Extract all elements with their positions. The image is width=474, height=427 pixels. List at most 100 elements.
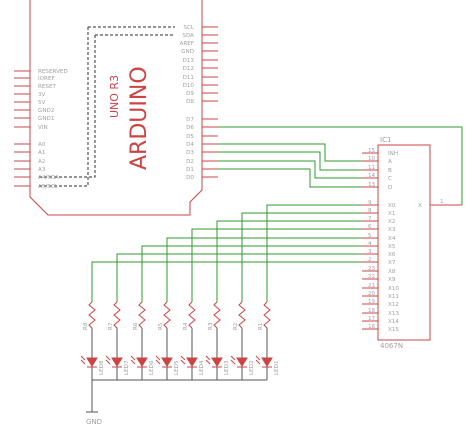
ic-out-name: X	[418, 203, 422, 209]
ic-left-pin-num: 15	[368, 148, 376, 154]
ic-left-pin-num: 2	[368, 257, 372, 263]
ic-left-pin-name: X4	[388, 236, 396, 242]
led-symbol	[186, 357, 198, 367]
arduino-right-pin-label: D8	[186, 99, 194, 105]
led-emission-arrows	[205, 355, 211, 365]
led-symbol	[86, 357, 98, 367]
ic-left-pin-name: X11	[388, 294, 399, 300]
ground-label: GND	[86, 418, 102, 426]
wire-trace	[218, 143, 362, 162]
ic-left-pin-name: X8	[388, 269, 396, 275]
ic-left-pin-num: 23	[368, 266, 376, 272]
arduino-left-pin-label: VIN	[38, 125, 48, 131]
ic-left-pin-name: A	[388, 159, 392, 165]
wire-trace	[241, 212, 362, 302]
ic-left-pin-name: X1	[388, 211, 396, 217]
led-label: LED7	[124, 360, 130, 375]
ic-left-pin-name: X5	[388, 244, 396, 250]
arduino-left-pin-label: RESERVED	[38, 69, 68, 75]
arduino-left-pin-label: GND2	[38, 108, 54, 114]
led-symbol	[211, 357, 223, 367]
wire-trace	[218, 160, 362, 179]
wire-trace	[191, 228, 362, 302]
ground-symbol: GND	[86, 405, 102, 426]
led-emission-arrows	[130, 355, 136, 365]
wire-trace	[116, 253, 362, 302]
led-emission-arrows	[180, 355, 186, 365]
resistor-symbol	[238, 301, 246, 329]
ic-left-pin-num: 14	[368, 173, 376, 179]
ic-left-pin-name: B	[388, 168, 392, 174]
ic-left-pin-num: 7	[368, 216, 372, 222]
resistor-led-array: R8LED8R7LED7R6LED6R5LED5R4LED4R3LED3R2LE…	[80, 301, 280, 405]
resistor-symbol	[188, 301, 196, 329]
resistor-label: R7	[108, 322, 114, 330]
wire-trace	[166, 237, 362, 302]
wire-trace	[218, 151, 362, 171]
arduino-right-pin-label: D6	[186, 125, 194, 131]
ic-left-pin-num: 6	[368, 224, 372, 230]
led-symbol	[111, 357, 123, 367]
ic-left-pin-num: 9	[368, 200, 372, 206]
ic-left-pin-name: INH	[388, 151, 398, 157]
led-emission-arrows	[80, 355, 86, 365]
ic-left-pin-name: X0	[388, 203, 396, 209]
arduino-left-pin-label: RESET	[38, 84, 57, 90]
arduino-right-pin-label: GND	[181, 49, 194, 55]
arduino-right-pin-label: SDA	[182, 33, 194, 39]
arduino-left-pin-label: A4/SDA	[38, 175, 59, 181]
wire-trace	[91, 261, 362, 302]
ic-left-pin-name: X15	[388, 327, 399, 333]
ic-left-pin-name: X12	[388, 302, 399, 308]
ic-left-pin-num: 17	[368, 316, 376, 322]
ic-out-pin: X 1	[418, 199, 462, 209]
arduino-board: ARDUINO UNO R3	[29, 0, 203, 216]
ic-left-pin-num: 8	[368, 208, 372, 214]
arduino-left-pin-label: A2	[38, 159, 45, 165]
i2c-dashed-trace	[37, 26, 175, 187]
arduino-right-pin-label: D1	[186, 167, 194, 173]
resistor-label: R3	[208, 322, 214, 330]
led-symbol	[136, 357, 148, 367]
arduino-right-pin-label: D9	[186, 91, 194, 97]
arduino-right-pin-label: D0	[186, 175, 194, 181]
led-label: LED5	[174, 360, 180, 375]
resistor-label: R5	[158, 322, 164, 330]
led-label: LED6	[149, 360, 155, 375]
resistor-label: R4	[183, 322, 189, 330]
led-label: LED3	[224, 360, 230, 375]
arduino-right-pin-label: D10	[183, 83, 195, 89]
resistor-label: R2	[233, 323, 239, 330]
ic-left-pin-name: D	[388, 185, 392, 191]
wire-trace	[218, 168, 362, 188]
ic-left-pin-name: C	[388, 176, 392, 182]
resistor-label: R6	[133, 322, 139, 330]
ic-left-pin-name: X7	[388, 260, 396, 266]
resistor-symbol	[213, 301, 221, 329]
ic-left-pin-num: 22	[368, 274, 375, 280]
resistor-symbol	[88, 301, 96, 329]
led-symbol	[161, 357, 173, 367]
arduino-model: UNO R3	[108, 75, 121, 118]
arduino-left-pin-label: A5/SCL	[38, 184, 59, 190]
ic-left-pin-num: 4	[368, 241, 372, 247]
resistor-symbol	[263, 301, 271, 329]
ic-left-pin-num: 20	[368, 291, 376, 297]
arduino-right-pin-label: D3	[186, 150, 194, 156]
led-emission-arrows	[255, 355, 261, 365]
arduino-right-pin-label: D4	[186, 142, 194, 148]
ic-left-pin-name: X2	[388, 219, 395, 225]
arduino-right-pin-label: D12	[183, 66, 194, 72]
green-wires	[91, 126, 463, 302]
arduino-right-pins: SCLSDAAREFGNDD13D12D11D10D9D8D7D6D5D4D3D…	[180, 25, 218, 181]
ic-left-pin-name: X13	[388, 311, 399, 317]
ic-left-pin-name: X9	[388, 277, 396, 283]
arduino-left-pin-label: A0	[38, 142, 46, 148]
arduino-right-pin-label: D7	[186, 117, 194, 123]
arduino-right-pin-label: SCL	[183, 25, 194, 31]
ic-ref: IC1	[380, 136, 391, 144]
ic-left-pin-num: 16	[368, 324, 376, 330]
arduino-left-pin-label: GND1	[38, 116, 55, 122]
